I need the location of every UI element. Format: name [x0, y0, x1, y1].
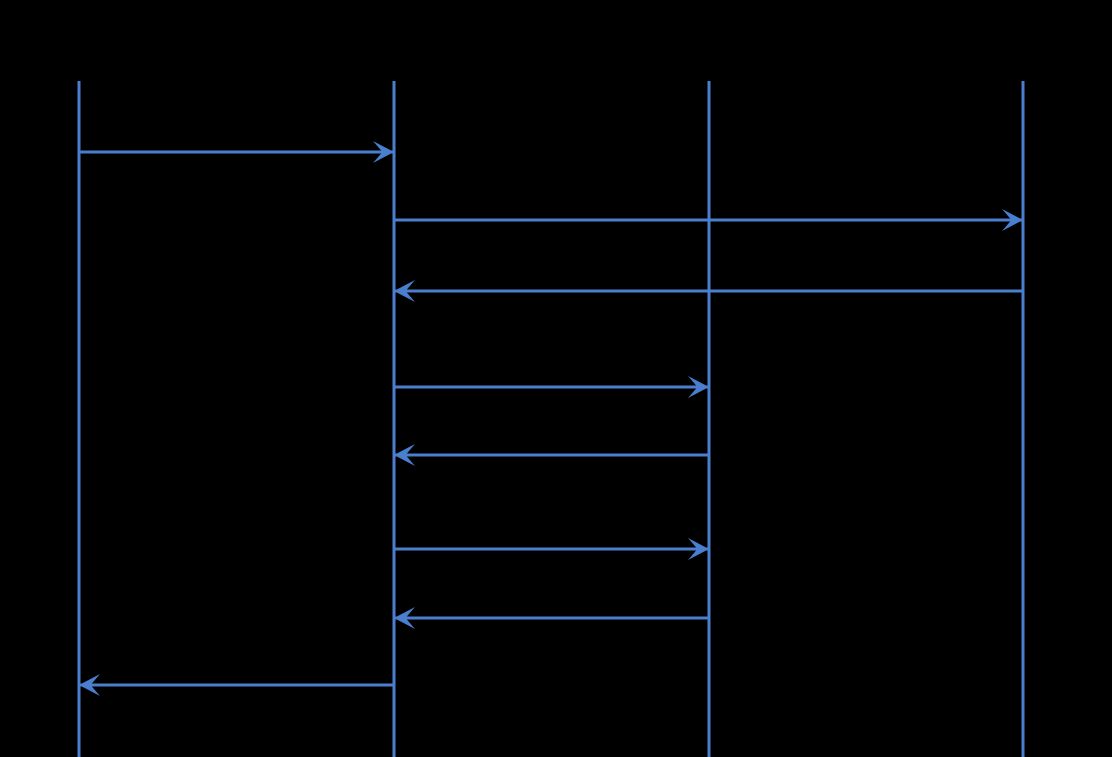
message-arrowhead-7 [394, 607, 415, 629]
message-7[interactable] [394, 607, 709, 629]
message-6[interactable] [394, 538, 709, 560]
message-4[interactable] [394, 376, 709, 398]
message-arrowhead-6 [688, 538, 709, 560]
message-arrowhead-3 [394, 280, 415, 302]
message-1[interactable] [79, 141, 394, 163]
message-arrowhead-1 [373, 141, 394, 163]
message-2[interactable] [394, 209, 1023, 231]
messages-group [79, 141, 1023, 696]
message-5[interactable] [394, 444, 709, 466]
message-arrowhead-2 [1002, 209, 1023, 231]
message-8[interactable] [79, 674, 394, 696]
message-arrowhead-4 [688, 376, 709, 398]
lifelines-group [77, 81, 1025, 757]
message-arrowhead-5 [394, 444, 415, 466]
message-arrowhead-8 [79, 674, 100, 696]
message-3[interactable] [394, 280, 1023, 302]
